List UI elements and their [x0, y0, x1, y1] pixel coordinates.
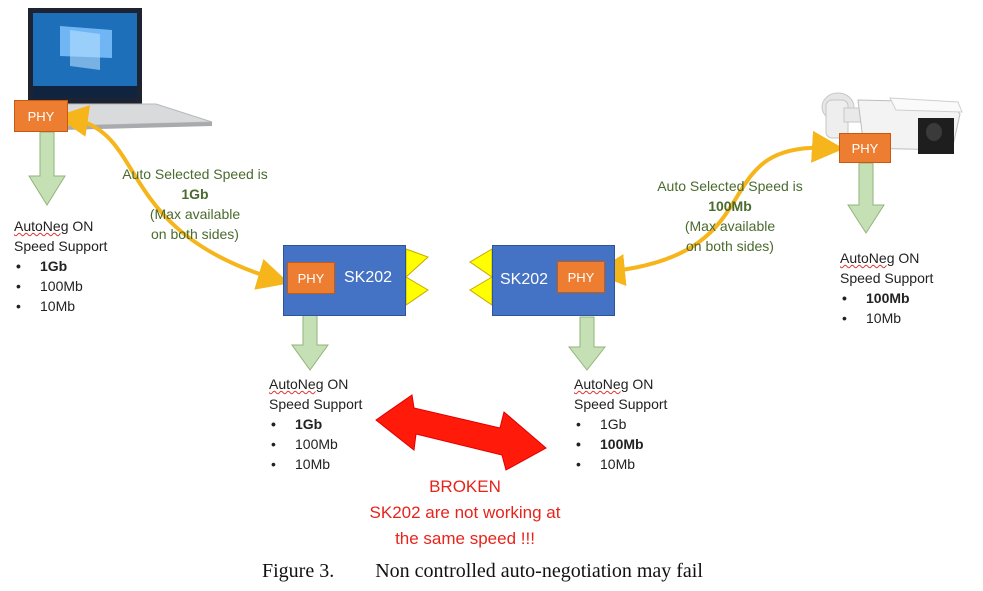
laptop-down-arrow	[28, 131, 66, 206]
phy-label: PHY	[851, 140, 879, 156]
sk-left-phy-box: PHY	[287, 262, 335, 294]
camera-auto-speed-label: Auto Selected Speed is 100Mb (Max availa…	[657, 178, 803, 254]
camera-icon	[821, 92, 963, 154]
broken-double-arrow	[375, 394, 547, 471]
camera-down-arrow	[847, 162, 885, 234]
speed-list: 1Gb 100Mb 10Mb	[269, 414, 362, 474]
sk-right-phy-box: PHY	[557, 261, 605, 293]
speed-item: 100Mb	[269, 434, 362, 454]
speed-item: 100Mb	[574, 434, 667, 454]
speed-list: 100Mb 10Mb	[840, 288, 933, 328]
camera-to-sk-connector	[593, 130, 844, 286]
laptop-auto-speed-label: Auto Selected Speed is 1Gb (Max availabl…	[122, 166, 268, 242]
sk-right-down-arrow	[567, 316, 607, 371]
speed-item: 10Mb	[840, 308, 933, 328]
speed-item: 100Mb	[14, 276, 107, 296]
broken-message: BROKEN SK202 are not working at the same…	[369, 477, 561, 548]
phy-label: PHY	[567, 269, 595, 285]
speed-item: 100Mb	[840, 288, 933, 308]
figure-caption: Figure 3. Non controlled auto-negotiatio…	[262, 560, 703, 583]
speed-item: 1Gb	[574, 414, 667, 434]
sk-right-speed-support: AutoNeg ON Speed Support 1Gb 100Mb 10Mb	[574, 374, 667, 474]
sk-right-port-triangles	[469, 248, 493, 306]
phy-label: PHY	[297, 270, 325, 286]
speed-item: 1Gb	[269, 414, 362, 434]
camera-phy-box: PHY	[839, 133, 891, 163]
laptop-to-sk-connector	[56, 105, 290, 290]
speed-item: 1Gb	[14, 256, 107, 276]
sk202-right-label: SK202	[500, 271, 549, 288]
phy-label: PHY	[27, 108, 55, 124]
speed-item: 10Mb	[269, 454, 362, 474]
laptop-speed-support: AutoNeg ON Speed Support 1Gb 100Mb 10Mb	[14, 216, 107, 316]
laptop-phy-box: PHY	[14, 100, 68, 132]
speed-list: 1Gb 100Mb 10Mb	[14, 256, 107, 316]
camera-speed-support: AutoNeg ON Speed Support 100Mb 10Mb	[840, 248, 933, 328]
sk-left-speed-support: AutoNeg ON Speed Support 1Gb 100Mb 10Mb	[269, 374, 362, 474]
speed-item: 10Mb	[574, 454, 667, 474]
speed-list: 1Gb 100Mb 10Mb	[574, 414, 667, 474]
figure-number: Figure 3.	[262, 560, 335, 582]
speed-item: 10Mb	[14, 296, 107, 316]
sk202-left-label: SK202	[344, 269, 393, 286]
sk-left-port-triangles	[405, 248, 429, 306]
figure-caption-text: Non controlled auto-negotiation may fail	[375, 560, 703, 582]
